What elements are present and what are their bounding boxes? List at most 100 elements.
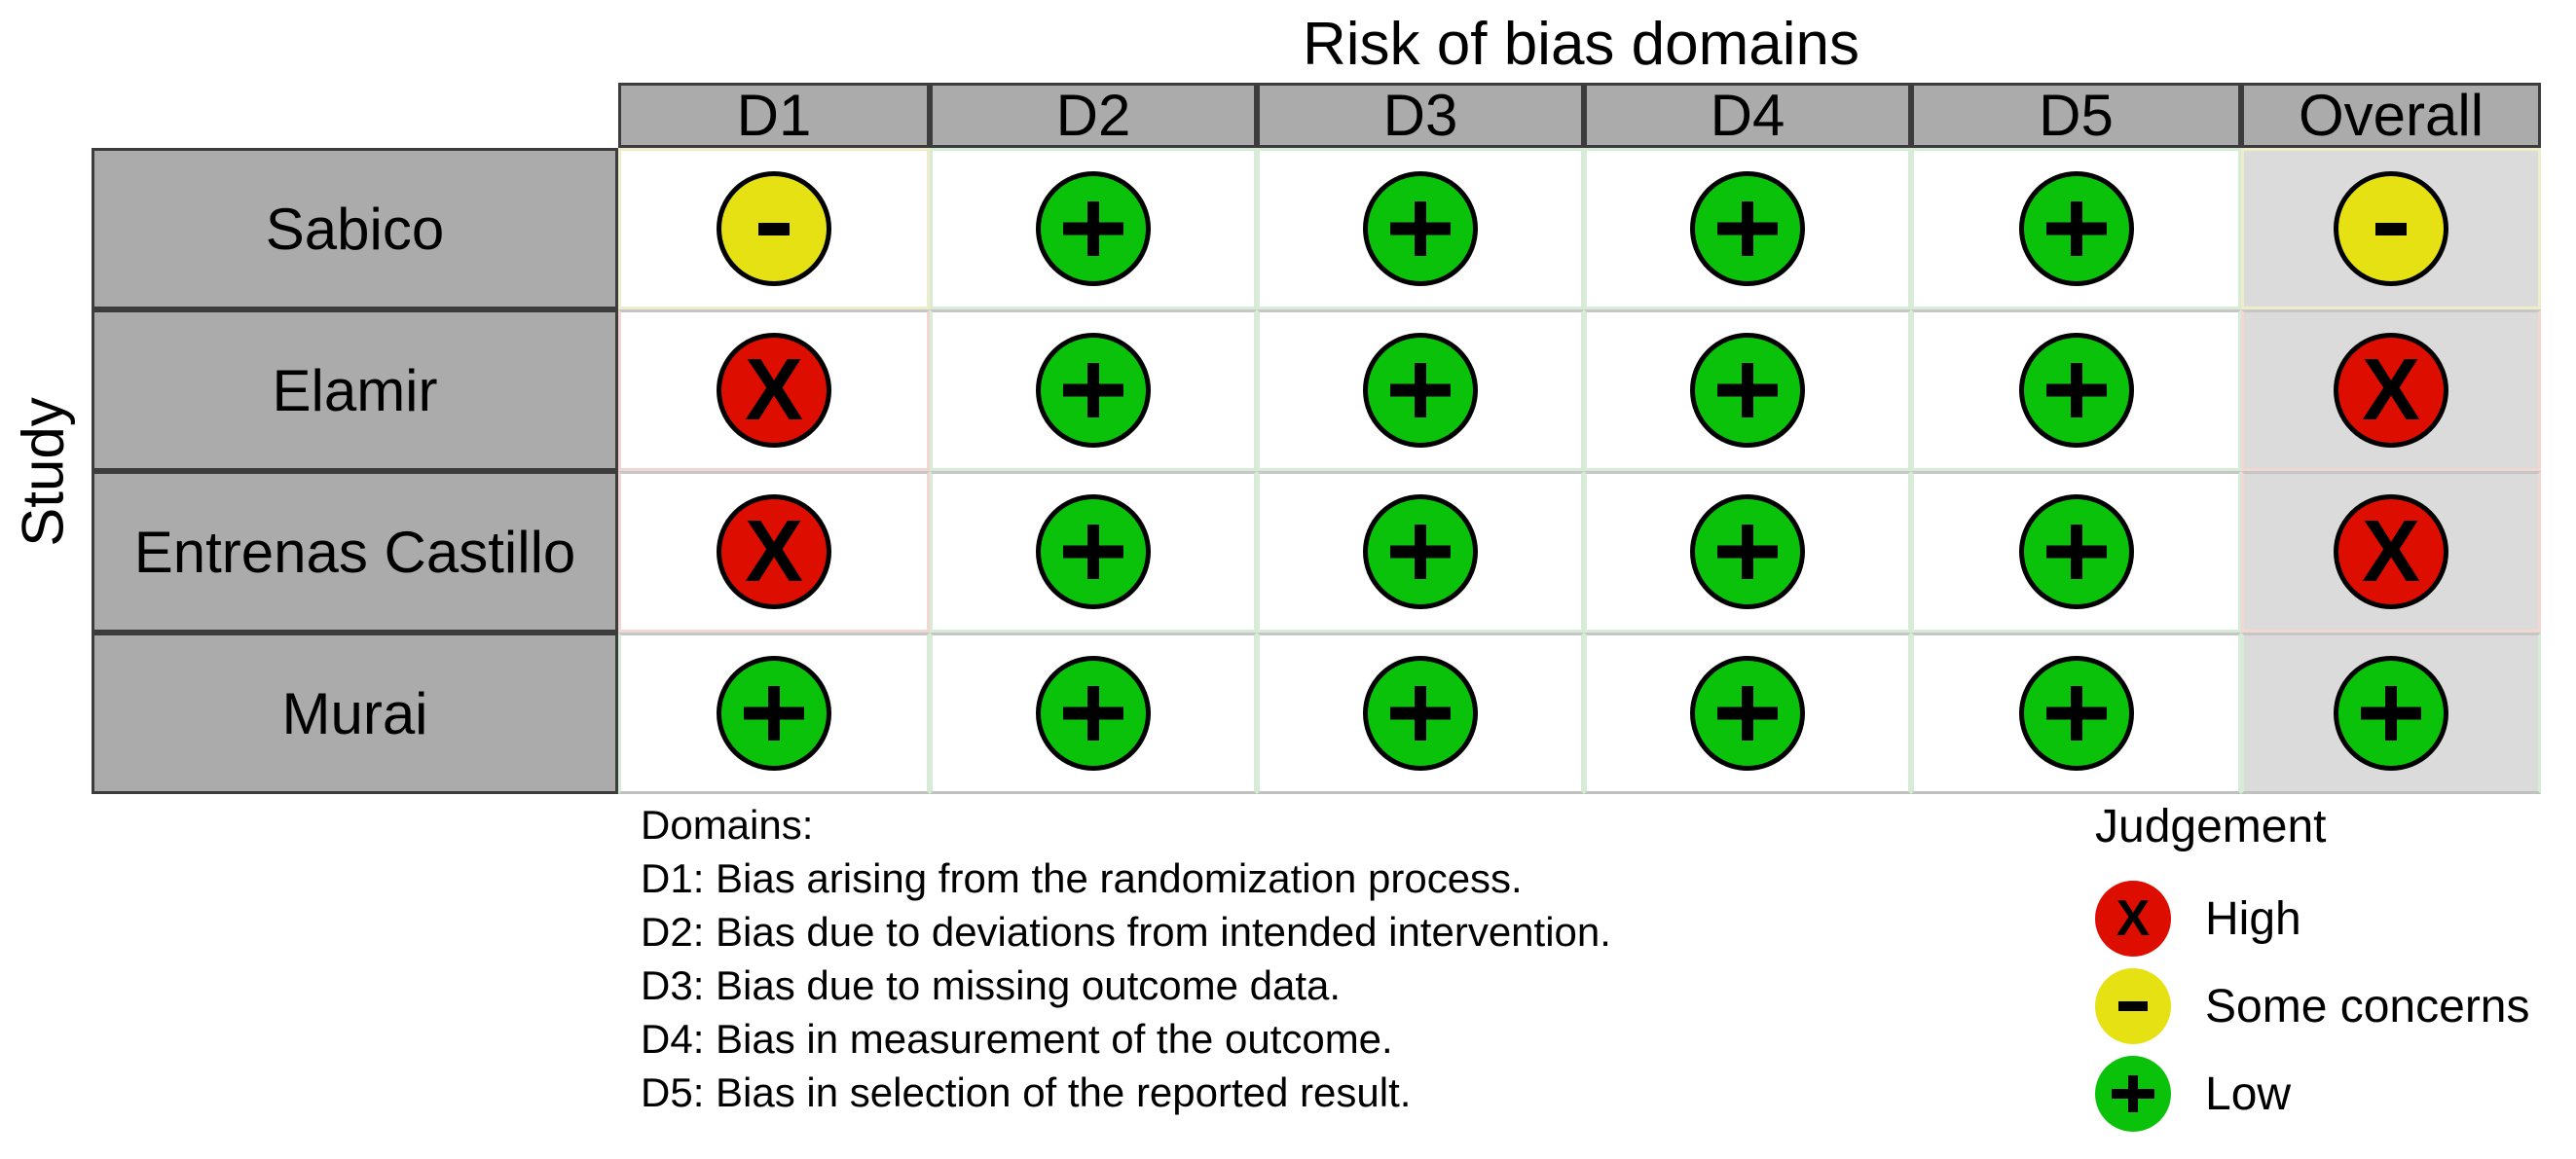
x-icon: X xyxy=(2361,342,2421,439)
row-label-sabico: Sabico xyxy=(92,148,618,309)
low-judgement-icon xyxy=(1363,171,1478,286)
cell-sabico-d2 xyxy=(930,148,1257,309)
legend-item-label: Low xyxy=(2205,1068,2292,1120)
plus-icon xyxy=(1063,363,1123,417)
low-judgement-icon xyxy=(1036,494,1151,609)
low-judgement-icon xyxy=(1690,656,1805,771)
low-judgement-icon xyxy=(1036,333,1151,448)
legend-item-label: High xyxy=(2205,892,2301,945)
legend-item-low: Low xyxy=(2095,1050,2530,1138)
low-judgement-icon xyxy=(1036,656,1151,771)
low-judgement-icon xyxy=(1363,333,1478,448)
high-judgement-icon: X xyxy=(717,333,831,448)
cell-sabico-d4 xyxy=(1584,148,1911,309)
plus-icon xyxy=(2046,686,2107,741)
low-judgement-icon xyxy=(2018,171,2134,286)
plus-icon xyxy=(1063,201,1123,256)
cell-murai-d5 xyxy=(1911,633,2241,794)
cell-murai-d2 xyxy=(930,633,1257,794)
cell-elamir-d3 xyxy=(1257,309,1584,471)
plus-icon xyxy=(1390,201,1451,256)
row-label-entrenas-castillo: Entrenas Castillo xyxy=(92,471,618,633)
plus-icon xyxy=(1717,201,1778,256)
low-judgement-icon xyxy=(1363,494,1478,609)
cell-entrenas-castillo-d2 xyxy=(930,471,1257,633)
domain-definition-d5: D5: Bias in selection of the reported re… xyxy=(641,1069,1412,1115)
plus-icon xyxy=(1717,363,1778,417)
domain-definition-d1: D1: Bias arising from the randomization … xyxy=(641,855,1523,901)
column-header-d2: D2 xyxy=(930,83,1257,148)
low-judgement-icon xyxy=(2095,1056,2171,1132)
domain-definition-d2: D2: Bias due to deviations from intended… xyxy=(641,909,1611,955)
high-judgement-icon: X xyxy=(2334,494,2448,609)
cell-elamir-d2 xyxy=(930,309,1257,471)
low-judgement-icon xyxy=(2334,656,2448,771)
low-judgement-icon xyxy=(2018,494,2134,609)
cell-elamir-d1: X xyxy=(618,309,930,471)
plus-icon xyxy=(1717,525,1778,579)
chart-title: Risk of bias domains xyxy=(1302,11,1860,78)
cell-entrenas-castillo-d5 xyxy=(1911,471,2241,633)
domains-note: Domains: D1: Bias arising from the rando… xyxy=(641,798,1611,1119)
legend-item-high: X High xyxy=(2095,875,2530,962)
x-icon: X xyxy=(2361,503,2421,600)
plus-icon xyxy=(1390,363,1451,417)
domains-note-heading: Domains: xyxy=(641,802,814,848)
minus-icon xyxy=(758,222,790,235)
domain-definition-d3: D3: Bias due to missing outcome data. xyxy=(641,962,1342,1008)
cell-entrenas-castillo-d4 xyxy=(1584,471,1911,633)
low-judgement-icon xyxy=(1036,171,1151,286)
row-label-elamir: Elamir xyxy=(92,309,618,471)
plus-icon xyxy=(1717,686,1778,741)
plus-icon xyxy=(1063,525,1123,579)
plus-icon xyxy=(1063,686,1123,741)
plus-icon xyxy=(2361,686,2421,741)
column-header-overall: Overall xyxy=(2241,83,2541,148)
plus-icon xyxy=(1390,525,1451,579)
legend-item-some-concerns: Some concerns xyxy=(2095,962,2530,1050)
cell-sabico-d3 xyxy=(1257,148,1584,309)
cell-murai-d4 xyxy=(1584,633,1911,794)
plus-icon xyxy=(2046,363,2107,417)
x-icon: X xyxy=(744,503,804,600)
cell-sabico-d5 xyxy=(1911,148,2241,309)
column-header-d1: D1 xyxy=(618,83,930,148)
cell-murai-d1 xyxy=(618,633,930,794)
some-concerns-judgement-icon xyxy=(717,171,831,286)
some-concerns-judgement-icon xyxy=(2095,968,2171,1044)
column-header-d3: D3 xyxy=(1257,83,1584,148)
low-judgement-icon xyxy=(2018,333,2134,448)
high-judgement-icon: X xyxy=(717,494,831,609)
low-judgement-icon xyxy=(1363,656,1478,771)
x-icon: X xyxy=(2116,890,2151,947)
legend-item-label: Some concerns xyxy=(2205,980,2530,1032)
plus-icon xyxy=(1390,686,1451,741)
cell-sabico-d1 xyxy=(618,148,930,309)
legend-title: Judgement xyxy=(2095,801,2327,852)
high-judgement-icon: X xyxy=(2334,333,2448,448)
cell-murai-overall xyxy=(2241,633,2541,794)
column-header-d4: D4 xyxy=(1584,83,1911,148)
cell-elamir-overall: X xyxy=(2241,309,2541,471)
cell-sabico-overall xyxy=(2241,148,2541,309)
domain-definition-d4: D4: Bias in measurement of the outcome. xyxy=(641,1016,1393,1062)
some-concerns-judgement-icon xyxy=(2334,171,2448,286)
low-judgement-icon xyxy=(1690,171,1805,286)
low-judgement-icon xyxy=(717,656,831,771)
cell-elamir-d5 xyxy=(1911,309,2241,471)
row-label-murai: Murai xyxy=(92,633,618,794)
high-judgement-icon: X xyxy=(2095,881,2171,957)
column-header-d5: D5 xyxy=(1911,83,2241,148)
minus-icon xyxy=(2118,1001,2148,1011)
cell-entrenas-castillo-d3 xyxy=(1257,471,1584,633)
table-corner-cell xyxy=(92,83,618,148)
cell-elamir-d4 xyxy=(1584,309,1911,471)
x-icon: X xyxy=(744,342,804,439)
cell-entrenas-castillo-d1: X xyxy=(618,471,930,633)
low-judgement-icon xyxy=(2018,656,2134,771)
minus-icon xyxy=(2375,222,2407,235)
plus-icon xyxy=(2046,525,2107,579)
